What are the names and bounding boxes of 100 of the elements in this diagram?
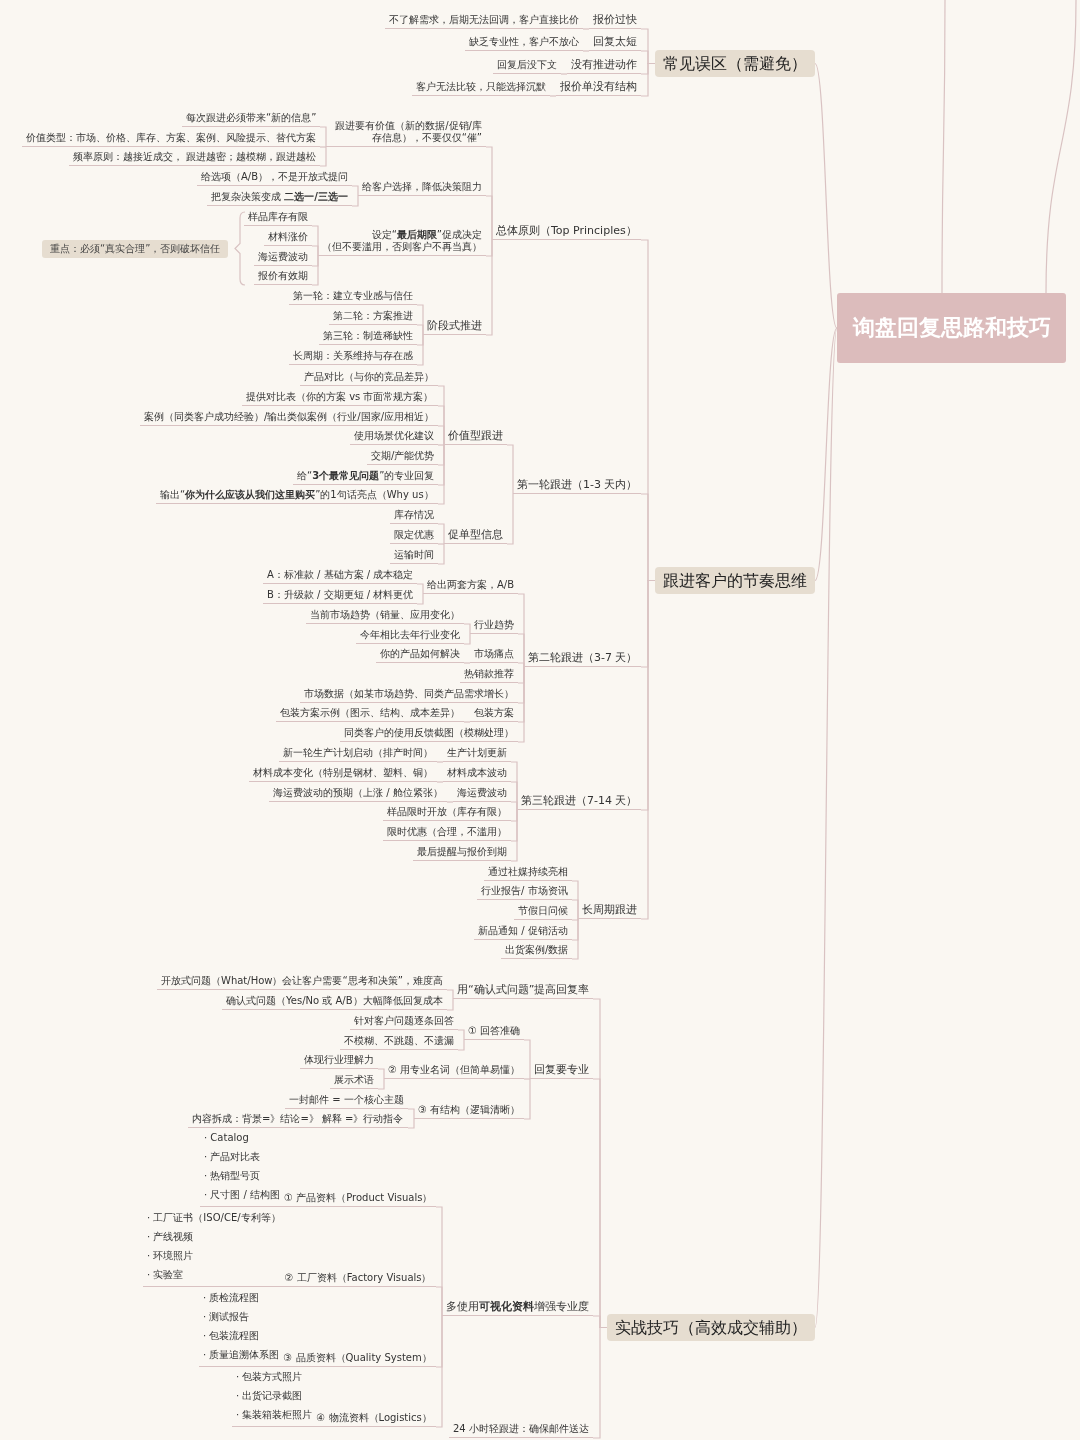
central-topic-box — [837, 293, 1066, 363]
topic-text: 材料成本变化（特别是钢材、塑料、铜） — [253, 767, 433, 779]
topic-underline — [326, 119, 486, 147]
topic-underline — [22, 131, 320, 147]
topic-underline — [470, 618, 518, 634]
topic-text: 材料涨价 — [268, 231, 308, 243]
topic-text: 新品通知 / 促销活动 — [478, 925, 568, 937]
topic-underline — [306, 608, 464, 624]
topic-underline — [385, 13, 583, 29]
topic-text: 样品限时开放（库存有限） — [387, 806, 507, 818]
topic-text: 当前市场趋势（销量、应用变化） — [310, 609, 460, 621]
topic-underline — [350, 429, 438, 445]
bullet-item: · 产线视频 — [147, 1230, 195, 1244]
topic-underline — [484, 865, 572, 881]
branch-line — [523, 1039, 531, 1080]
topic-underline — [514, 904, 572, 920]
topic-text: 第二轮：方案推进 — [333, 310, 413, 322]
topic-text: 价值类型：市场、价格、库存、方案、案例、风险提示、替代方案 — [26, 132, 316, 144]
topic-underline — [589, 34, 641, 52]
bullet-item: · 产品对比表 — [204, 1150, 262, 1164]
topic-underline — [390, 508, 438, 524]
note-box — [42, 239, 229, 258]
topic-underline — [470, 647, 518, 663]
branch-line — [436, 781, 444, 783]
topic-text: 输出“你为什么应该从我们这里购买”的1句话亮点（Why us） — [160, 489, 434, 501]
topic-text: 同类客户的使用反馈截图（模糊处理） — [344, 727, 514, 739]
topic-text: 生产计划更新 — [447, 747, 507, 759]
topic-text: 针对客户问题逐条回答 — [354, 1015, 454, 1027]
topic-text: 热销款推荐 — [464, 668, 514, 680]
bullet-item: · Catalog — [204, 1131, 250, 1145]
topic-underline — [207, 190, 352, 206]
topic-underline — [443, 746, 511, 762]
branch-line — [560, 73, 568, 75]
topic-text: 海运费波动 — [457, 787, 507, 799]
topic-text: 提供对比表（你的方案 vs 市面常规方案） — [246, 391, 434, 403]
topic-box — [655, 567, 815, 595]
bullet-item: · 出货记录截图 — [236, 1389, 304, 1403]
topic-underline — [383, 805, 511, 821]
topic-underline — [254, 269, 312, 285]
branch-line — [377, 1068, 385, 1080]
topic-underline — [390, 528, 438, 544]
topic-text: 包装方案示例（图示、结构、成本差异） — [280, 707, 460, 719]
bullet-item: · 集装箱装柜照片 — [236, 1408, 313, 1422]
topic-underline — [517, 793, 642, 811]
bullet-item: · 包装方式照片 — [236, 1370, 304, 1384]
topic-text: 海运费波动的预期（上涨 / 舱位紧张） — [273, 787, 443, 799]
topic-text: 今年相比去年行业变化 — [360, 629, 460, 641]
topic-underline — [285, 1093, 408, 1109]
branch-line — [463, 662, 471, 664]
bullet-item: · 环境照片 — [147, 1249, 195, 1263]
topic-text: 体现行业理解力 — [304, 1054, 374, 1066]
topic-text: 价值型跟进 — [448, 429, 503, 443]
topic-text: 回复要专业 — [534, 1063, 589, 1077]
topic-text: ② 工厂资料（Factory Visuals） — [284, 1272, 432, 1284]
branch-line — [485, 239, 493, 336]
topic-text: 限时优惠（合理，不滥用） — [387, 826, 507, 838]
topic-underline — [222, 994, 447, 1010]
branch-line — [814, 62, 838, 329]
branch-line — [436, 761, 444, 763]
topic-text: （但不要滥用，否则客户不再当真） — [322, 241, 482, 253]
topic-box — [655, 50, 815, 78]
topic-text: 长周期跟进 — [582, 903, 637, 917]
topic-underline — [289, 289, 417, 305]
topic-text: 报价有效期 — [258, 270, 308, 282]
topic-underline — [423, 318, 486, 336]
topic-text: 常见误区（需避免） — [663, 54, 807, 74]
topic-box — [607, 1314, 815, 1342]
topic-underline — [340, 1034, 458, 1050]
branch-line — [582, 28, 590, 30]
branch-line — [311, 245, 319, 257]
topic-text: 回复太短 — [593, 35, 637, 49]
topic-text: 节假日问候 — [518, 905, 568, 917]
topic-underline — [249, 766, 437, 782]
branch-line — [463, 623, 471, 635]
topic-text: A：标准款 / 基础方案 / 成本稳定 — [267, 569, 414, 581]
topic-underline — [293, 469, 439, 485]
topic-text: 长周期：关系维持与存在感 — [293, 350, 413, 362]
topic-text: 样品库存有限 — [248, 211, 308, 223]
topic-text: 出货案例/数据 — [505, 944, 569, 956]
topic-text: 市场痛点 — [474, 648, 514, 660]
topic-underline — [300, 1053, 378, 1069]
topic-text: 实战技巧（高效成交辅助） — [615, 1318, 807, 1338]
topic-text: 确认式问题（Yes/No 或 A/B）大幅降低回复成本 — [226, 995, 443, 1007]
bullet-item: · 质量追溯体系图 — [203, 1348, 280, 1362]
topic-underline — [69, 150, 321, 166]
branch-line — [407, 1118, 415, 1129]
topic-underline — [263, 568, 418, 584]
topic-underline — [465, 35, 583, 51]
topic-underline — [197, 170, 353, 186]
topic-text: 询盘回复思路和技巧 — [852, 314, 1051, 342]
topic-text: 不模糊、不跳题、不遗漏 — [344, 1035, 454, 1047]
topic-underline — [279, 746, 437, 762]
branch-line — [319, 146, 327, 148]
topic-underline — [444, 527, 507, 545]
topic-underline — [444, 428, 507, 446]
branch-line — [506, 444, 514, 495]
topic-underline — [276, 706, 464, 722]
topic-underline — [460, 667, 518, 683]
topic-text: 第一轮跟进（1-3 天内） — [517, 478, 638, 492]
branch-line — [416, 583, 424, 595]
